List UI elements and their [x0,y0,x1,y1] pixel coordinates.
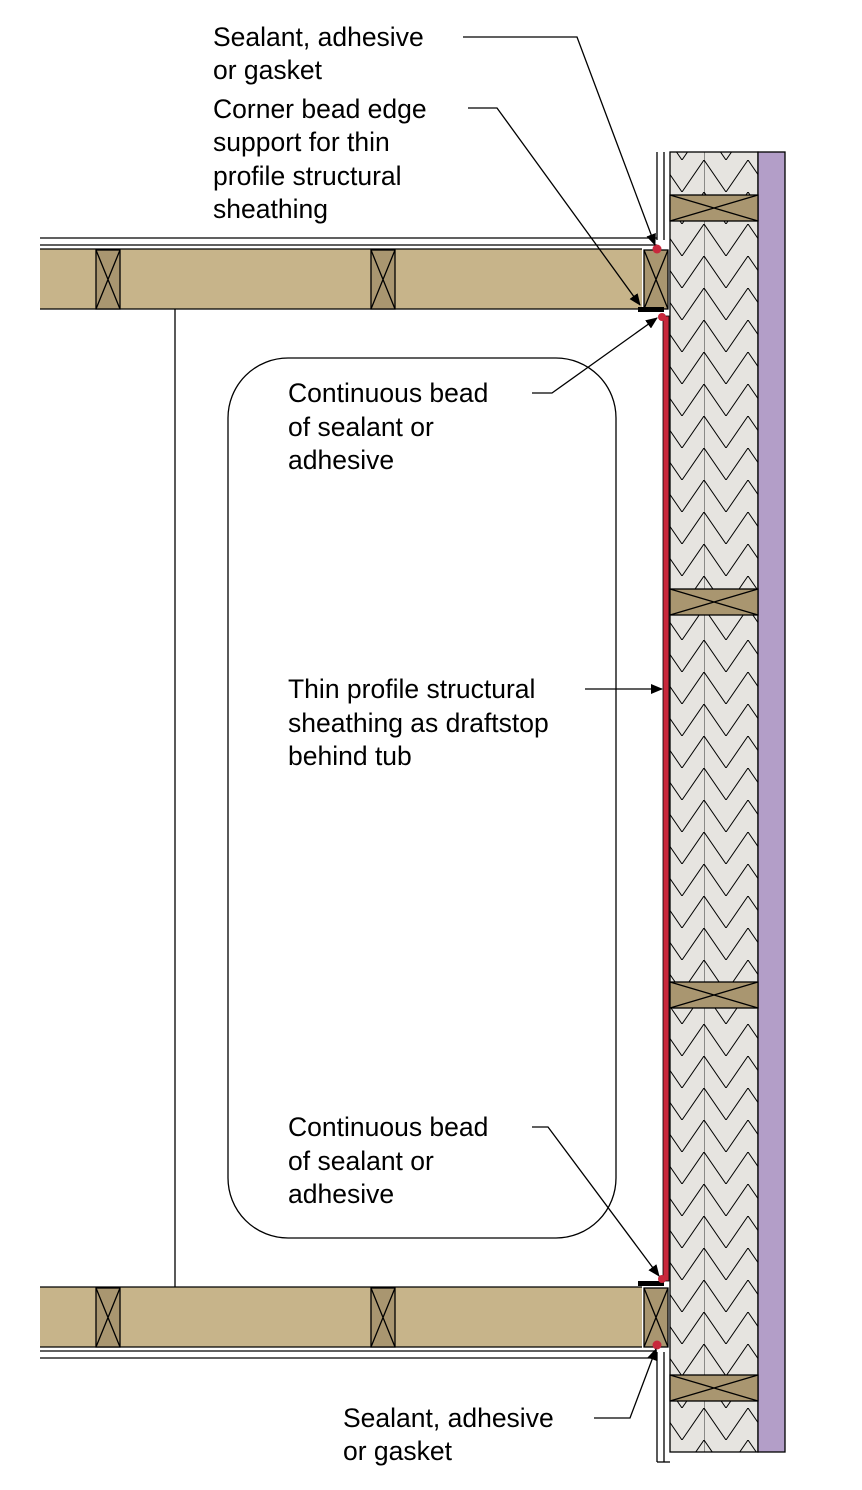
leader-bottom-bead [532,1126,660,1277]
label-thin-sheathing: Thin profile structural sheathing as dra… [288,674,556,771]
lower-ceiling-lines [40,1350,657,1359]
leader-bottom-sealant [594,1348,657,1419]
leader-corner-bead [468,107,641,306]
label-top-sealant: Sealant, adhesive or gasket [213,22,431,85]
upper-blocking-2 [370,249,396,310]
label-top-bead: Continuous bead of sealant or adhesive [288,378,496,475]
wall-plate-bottom [669,1374,759,1402]
upper-joist [40,249,642,309]
exterior-sheathing [757,151,786,1453]
lower-corner-bead [638,1281,664,1286]
wall-plate-lower [669,981,759,1009]
leader-top-sealant [463,36,656,246]
label-corner-bead: Corner bead edge support for thin profil… [213,94,434,224]
upper-corner-bead [638,307,664,312]
bottom-bead-dot [658,1275,666,1283]
label-bottom-bead: Continuous bead of sealant or adhesive [288,1112,496,1209]
lower-blocking-1 [95,1287,121,1348]
exterior-wall [656,151,786,1463]
wall-plate-middle [669,588,759,616]
label-bottom-sealant: Sealant, adhesive or gasket [343,1403,561,1466]
leader-top-bead [532,317,658,394]
upper-rim-block [643,249,669,310]
lower-floor [40,1281,669,1359]
wall-insulation [669,151,759,1453]
lower-sealant-dot [652,1340,662,1350]
upper-subfloor-lines [40,237,657,246]
upper-blocking-1 [95,249,121,310]
interior-finish-lower [656,1352,665,1462]
leader-lines [463,36,663,1419]
upper-sealant-dot [652,244,662,254]
upper-floor [40,237,669,312]
lower-rim-block [643,1287,669,1348]
thin-profile-sheathing [662,315,670,1282]
wall-plate-top [669,194,759,222]
lower-joist [40,1287,642,1347]
bathtub-outline [227,357,617,1239]
top-bead-dot [658,313,666,321]
lower-blocking-2 [370,1287,396,1348]
interior-finish-upper [656,152,665,240]
